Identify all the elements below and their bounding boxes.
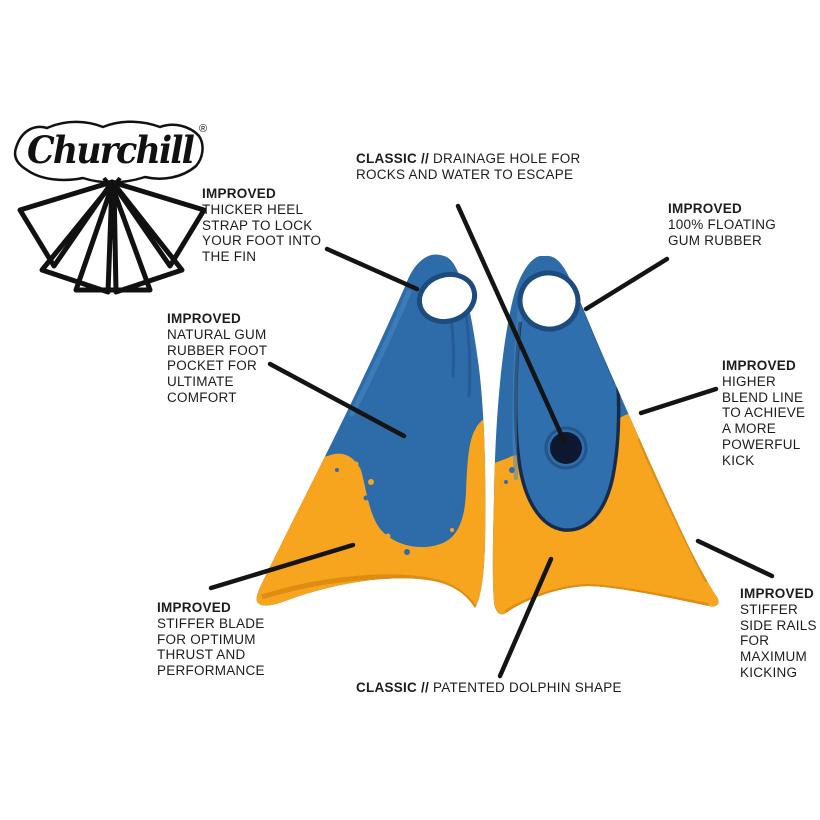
callout-heading: IMPROVED [740, 586, 815, 601]
callout-stiffer-blade: IMPROVED STIFFER BLADE FOR OPTIMUM THRUS… [157, 600, 265, 679]
callout-line: GUM RUBBER [668, 232, 763, 248]
callout-line: KICK [722, 452, 755, 468]
callout-side-rails: IMPROVED STIFFER SIDE RAILS FOR MAXIMUM … [740, 586, 817, 681]
callout-line: STIFFER [740, 601, 798, 617]
drainage-hole-ring [544, 426, 588, 470]
callout-line: HIGHER [722, 373, 777, 389]
left-fin-edge-highlight [349, 289, 412, 417]
line-blend-line [638, 386, 719, 416]
blend-speckles [335, 461, 454, 555]
callout-line: TO ACHIEVE [722, 405, 806, 421]
callout-line: CLASSIC // PATENTED DOLPHIN SHAPE [356, 680, 622, 696]
callout-heading: IMPROVED [722, 358, 797, 373]
callout-line: POCKET FOR [167, 358, 258, 374]
callout-line: KICKING [740, 664, 798, 680]
logo-banner-outline [13, 120, 204, 184]
callout-line: RUBBER FOOT [167, 342, 268, 358]
callout-line: THRUST AND [157, 647, 246, 663]
line-heel-strap [324, 246, 420, 292]
callout-line-text: DRAINAGE HOLE FOR [433, 151, 581, 166]
callout-dolphin-shape: CLASSIC // PATENTED DOLPHIN SHAPE [356, 680, 622, 696]
callout-line: PERFORMANCE [157, 663, 265, 679]
line-stiffer-blade [208, 542, 356, 591]
callout-line: SIDE RAILS [740, 617, 817, 633]
callout-drainage-hole: CLASSIC // DRAINAGE HOLE FOR ROCKS AND W… [356, 151, 581, 183]
registered-mark: ® [199, 123, 207, 135]
callout-line: COMFORT [167, 389, 237, 405]
callout-line: NATURAL GUM [167, 326, 267, 342]
callout-heading: CLASSIC // [356, 680, 430, 695]
callout-heel-strap: IMPROVED THICKER HEEL STRAP TO LOCK YOUR… [202, 186, 321, 265]
callout-line: POWERFUL [722, 436, 801, 452]
logo-wordmark: Churchill [27, 128, 195, 172]
callout-line: STRAP TO LOCK [202, 217, 313, 233]
callout-line: FOR [740, 633, 770, 649]
callout-line: A MORE [722, 421, 777, 437]
callout-line: ROCKS AND WATER TO ESCAPE [356, 166, 574, 182]
left-heel-strap-opening [416, 271, 478, 325]
callout-heading: IMPROVED [157, 600, 232, 615]
right-foot-pocket [514, 288, 620, 532]
right-fin-edge-highlight [512, 297, 524, 481]
callout-heading: CLASSIC // [356, 151, 430, 166]
callout-line: FOR OPTIMUM [157, 631, 256, 647]
callout-line: THICKER HEEL [202, 201, 304, 217]
callout-line: MAXIMUM [740, 649, 807, 665]
callout-heading: IMPROVED [668, 201, 743, 216]
callout-line: STIFFER BLADE [157, 615, 265, 631]
callout-heading: IMPROVED [202, 186, 277, 201]
callout-lines [208, 203, 775, 679]
callout-line: ULTIMATE [167, 374, 234, 390]
drainage-hole [550, 432, 582, 464]
callout-foot-pocket: IMPROVED NATURAL GUM RUBBER FOOT POCKET … [167, 311, 267, 406]
callout-line: BLEND LINE [722, 389, 804, 405]
callout-heading: IMPROVED [167, 311, 242, 326]
callout-line: CLASSIC // DRAINAGE HOLE FOR [356, 151, 581, 167]
line-side-rails [695, 538, 775, 579]
left-fin [256, 254, 486, 608]
line-drainage-hole [455, 203, 568, 446]
callout-floating-rubber: IMPROVED 100% FLOATING GUM RUBBER [668, 201, 776, 248]
callout-blend-line: IMPROVED HIGHER BLEND LINE TO ACHIEVE A … [722, 358, 805, 469]
right-heel-strap-opening [517, 270, 581, 332]
callout-line: YOUR FOOT INTO [202, 233, 322, 249]
churchill-logo: Churchill ® [13, 120, 207, 295]
line-dolphin-shape [497, 556, 554, 679]
callout-line: 100% FLOATING [668, 216, 777, 232]
callout-line-text: PATENTED DOLPHIN SHAPE [433, 680, 622, 695]
logo-fin-fan [17, 176, 207, 295]
line-floating [583, 256, 670, 312]
line-foot-pocket [267, 361, 407, 439]
callout-line: THE FIN [202, 249, 257, 265]
